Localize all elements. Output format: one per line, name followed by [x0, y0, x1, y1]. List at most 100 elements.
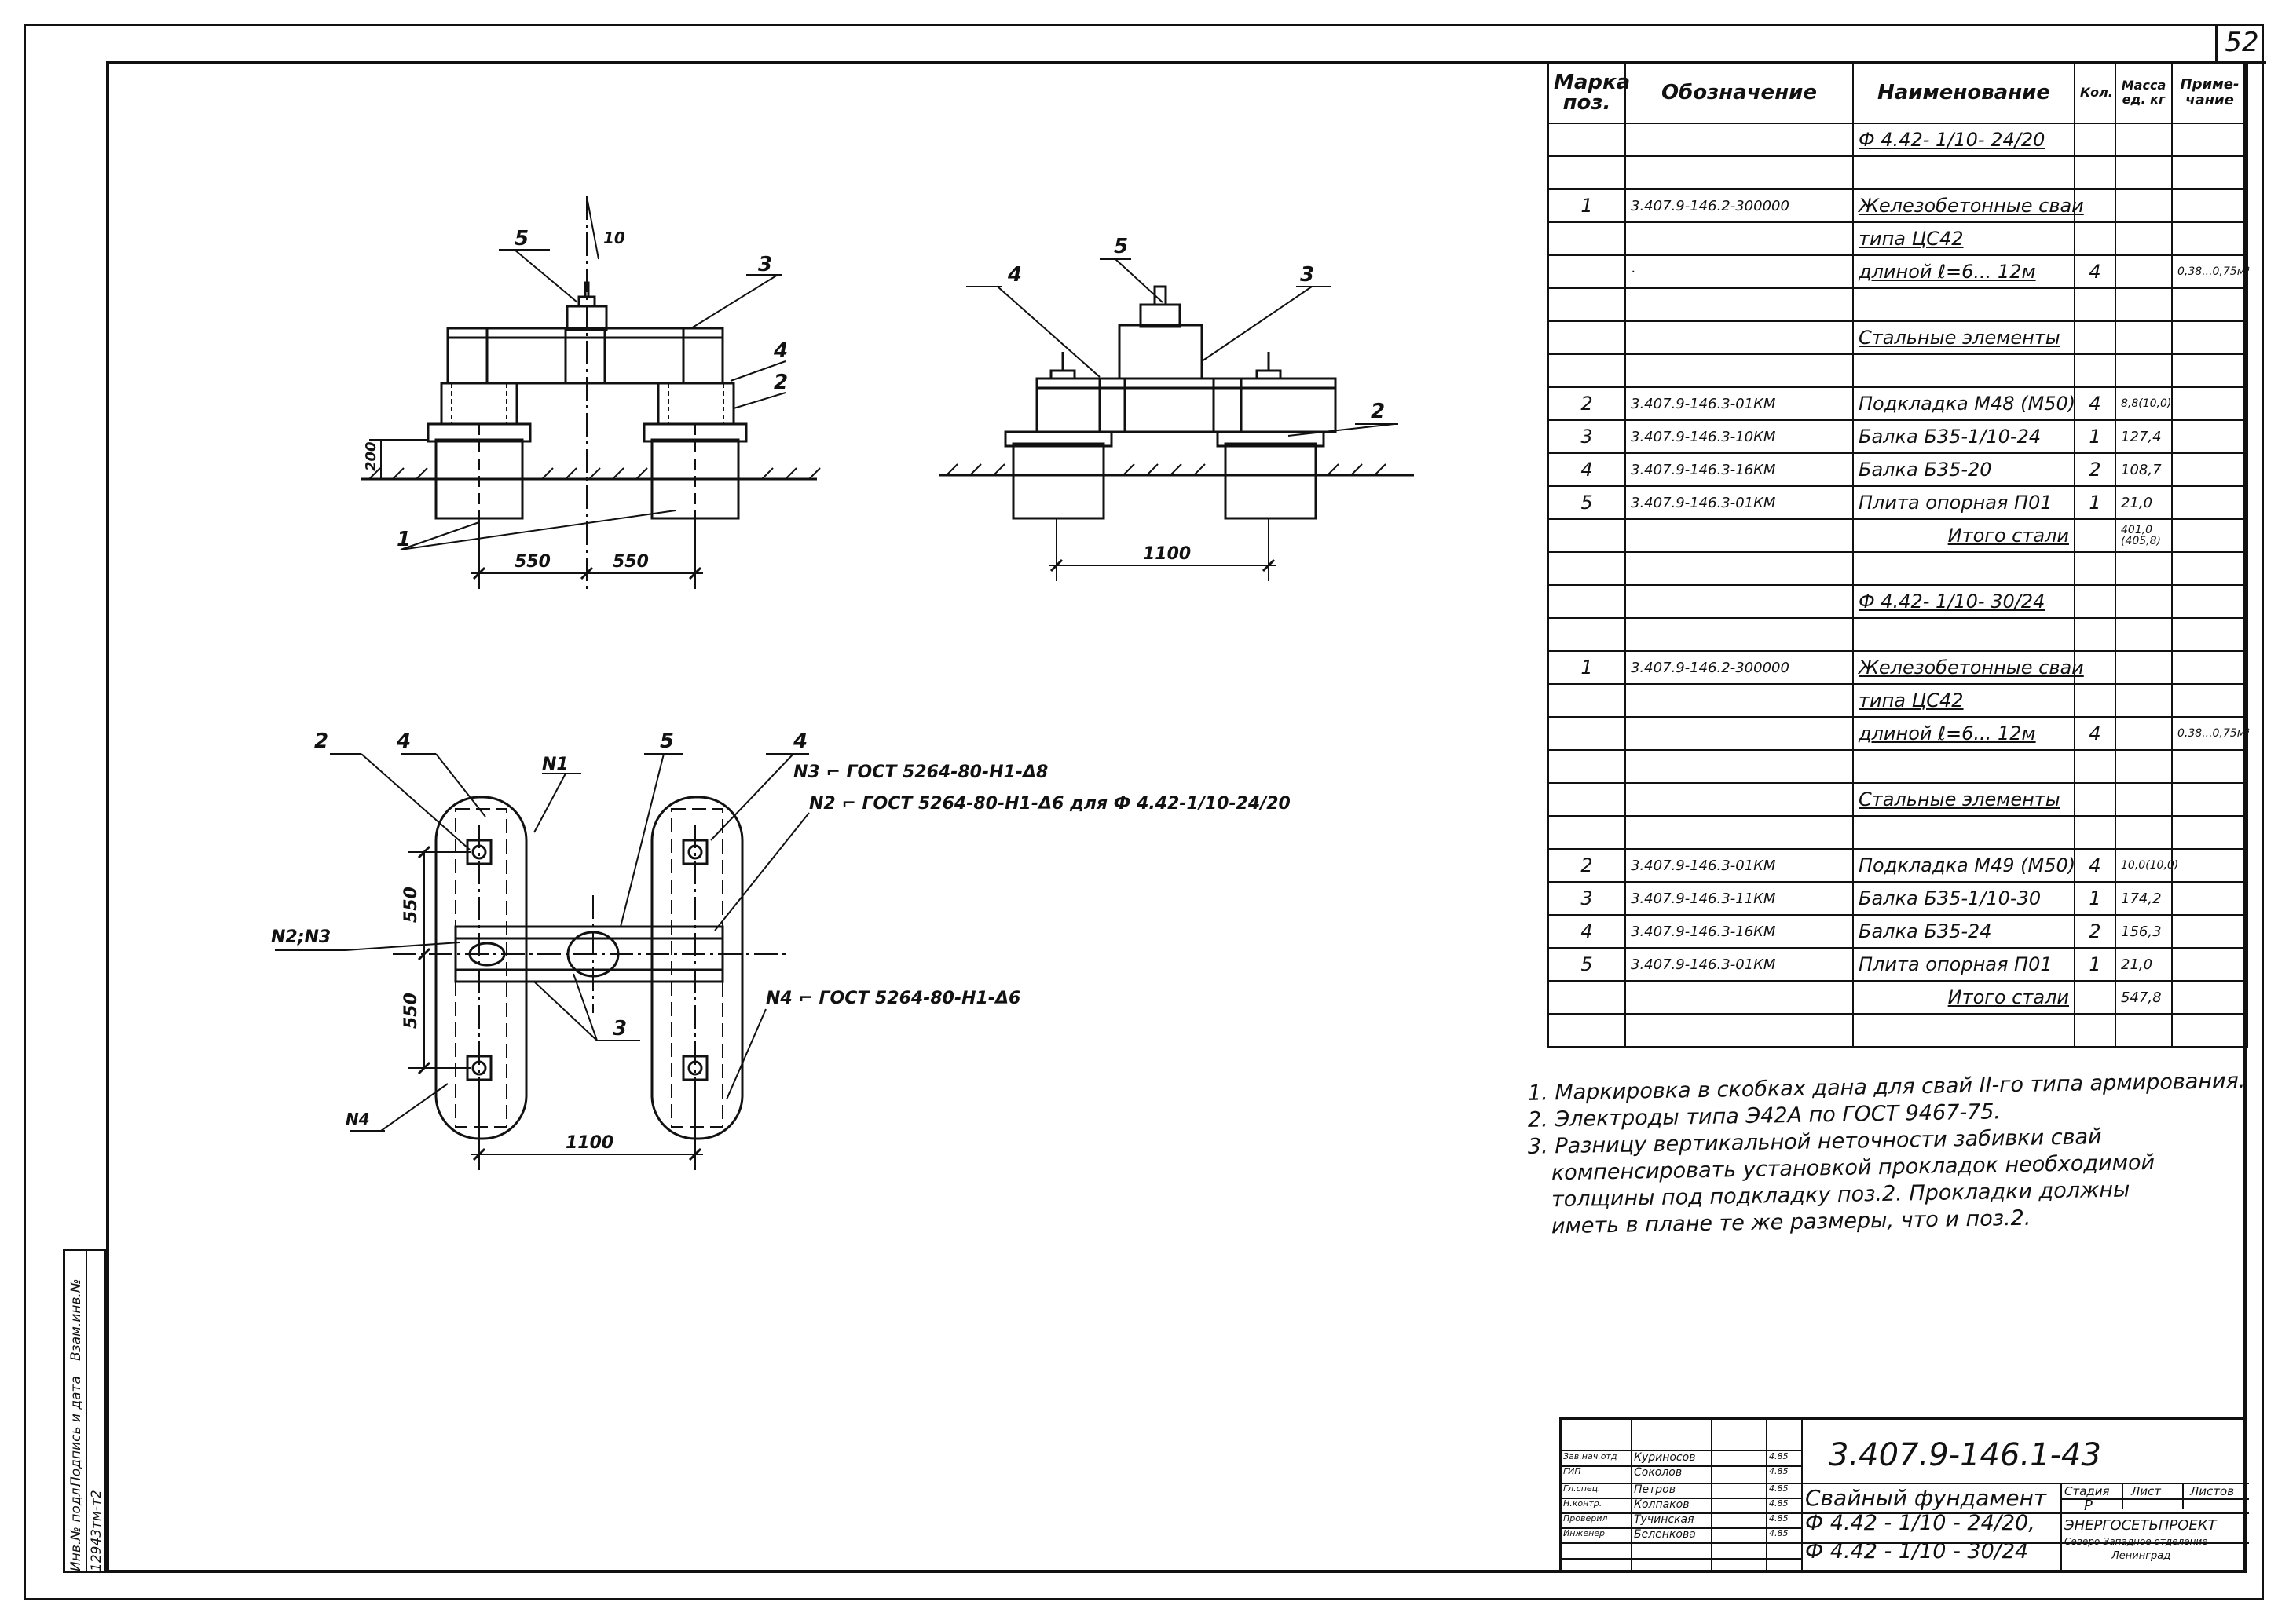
spec-cell [2115, 1013, 2173, 1048]
spec-cell: 4 [2074, 716, 2116, 751]
spec-cell [2074, 782, 2116, 817]
spec-cell [2171, 386, 2248, 421]
side-stamp: Инв.№ подл. Подпись и дата Взам.инв.№ 12… [63, 1249, 106, 1573]
spec-cell [2171, 1013, 2248, 1048]
weld-note-n4: N4 ⌐ ГОСТ 5264-80-Н1-Δ6 [766, 989, 1020, 1008]
spec-row: Ф 4.42- 1/10- 30/24 [1547, 584, 2248, 619]
org-branch: Северо-Западное отделение [2064, 1536, 2208, 1547]
spec-cell [1624, 1013, 1854, 1048]
spec-cell: типа ЦС42 [1852, 221, 2075, 256]
spec-cell [1624, 287, 1854, 322]
spec-cell [2171, 485, 2248, 520]
title-block-date: 4.85 [1769, 1498, 1789, 1509]
spec-cell: 3.407.9-146.3-11КМ [1624, 881, 1854, 916]
header-mark: Марка поз. [1547, 61, 1630, 124]
spec-cell: 3.407.9-146.3-10КМ [1624, 419, 1854, 454]
spec-cell [1624, 518, 1854, 553]
spec-cell [1547, 782, 1626, 817]
side-view [939, 258, 1414, 581]
side-dim: 1100 [1143, 544, 1191, 564]
spec-cell: 3.407.9-146.3-01КМ [1624, 386, 1854, 421]
spec-cell [1624, 551, 1854, 586]
spec-cell: Ф 4.42- 1/10- 30/24 [1852, 584, 2075, 619]
spec-cell: Железобетонные сваи [1852, 650, 2084, 685]
spec-cell: Подкладка М49 (М50) [1852, 848, 2075, 883]
spec-cell: 1 [2074, 881, 2116, 916]
plan-label-3: 3 [613, 1017, 627, 1041]
plan-dim-lower: 550 [401, 993, 421, 1029]
spec-cell [2171, 815, 2248, 850]
plan-label-n1: N1 [542, 755, 569, 774]
spec-cell [2171, 188, 2248, 223]
spec-cell: 3.407.9-146.3-16КМ [1624, 914, 1854, 949]
plan-label-2: 2 [314, 730, 328, 753]
spec-cell [2115, 155, 2173, 190]
spec-cell [1547, 221, 1626, 256]
plan-dim-width: 1100 [566, 1133, 613, 1153]
front-dim-right: 550 [613, 552, 649, 572]
spec-cell [2115, 683, 2173, 718]
spec-cell [1624, 749, 1854, 784]
title-block-name: Соколов [1634, 1466, 1683, 1479]
spec-cell: Итого стали [1852, 980, 2075, 1015]
weld-note-n2: N2 ⌐ ГОСТ 5264-80-Н1-Δ6 для Ф 4.42-1/10-… [809, 794, 1291, 814]
spec-cell: Плита опорная П01 [1852, 485, 2075, 520]
spec-cell: 4 [2074, 848, 2116, 883]
title-block-date: 4.85 [1769, 1451, 1789, 1461]
title-block-name: Тучинская [1634, 1513, 1694, 1526]
spec-cell [2074, 353, 2116, 388]
spec-cell: 5 [1547, 947, 1626, 982]
title-block-role: Проверил [1563, 1513, 1608, 1523]
spec-cell: длиной ℓ=6... 12м [1852, 254, 2075, 289]
spec-row [1547, 749, 2248, 784]
header-name: Наименование [1852, 61, 2075, 124]
spec-cell: Балка Б35-1/10-30 [1852, 881, 2075, 916]
spec-cell: длиной ℓ=6... 12м [1852, 716, 2075, 751]
sheet-label: Лист [2131, 1484, 2162, 1498]
spec-cell [2115, 782, 2173, 817]
spec-cell [1547, 287, 1626, 322]
spec-cell: Подкладка М48 (М50) [1852, 386, 2075, 421]
spec-cell [2115, 716, 2173, 751]
plan-dim-upper: 550 [401, 887, 421, 923]
drawing-code: 3.407.9-146.1-43 [1829, 1437, 2101, 1473]
title-block-date: 4.85 [1769, 1483, 1789, 1494]
spec-row [1547, 155, 2248, 190]
stage-label: Стадия [2064, 1484, 2110, 1498]
spec-cell [1547, 683, 1626, 718]
title-block-role: ГИП [1563, 1466, 1581, 1476]
front-label-1: 1 [397, 528, 411, 551]
spec-cell: 2 [2074, 914, 2116, 949]
spec-cell: 108,7 [2115, 452, 2173, 487]
spec-cell [1547, 1013, 1626, 1048]
spec-cell: 3 [1547, 881, 1626, 916]
spec-cell [2115, 749, 2173, 784]
specification-table: Марка поз. Обозначение Наименование Кол.… [1547, 61, 2250, 1048]
spec-cell [2115, 287, 2173, 322]
spec-cell: 4 [2074, 386, 2116, 421]
spec-cell: Стальные элементы [1852, 782, 2075, 817]
spec-cell: 3 [1547, 419, 1626, 454]
spec-cell [2171, 452, 2248, 487]
spec-row: типа ЦС42 [1547, 221, 2248, 256]
spec-cell [1852, 815, 2075, 850]
spec-cell [1547, 584, 1626, 619]
header-mass: Масса ед. кг [2115, 61, 2173, 124]
drawing-title-1: Свайный фундамент [1805, 1485, 2047, 1511]
spec-cell [2171, 749, 2248, 784]
title-block-date: 4.85 [1769, 1528, 1789, 1538]
spec-cell [2074, 320, 2116, 355]
spec-cell [2115, 254, 2173, 289]
spec-cell [1852, 1013, 2075, 1048]
title-block-name: Колпаков [1634, 1498, 1690, 1511]
spec-cell [1547, 716, 1626, 751]
general-notes: 1. Маркировка в скобках дана для свай II… [1528, 1068, 2245, 1241]
spec-cell [2171, 584, 2248, 619]
title-block-role: Зав.нач.отд [1563, 1451, 1617, 1461]
front-label-4: 4 [773, 339, 788, 363]
